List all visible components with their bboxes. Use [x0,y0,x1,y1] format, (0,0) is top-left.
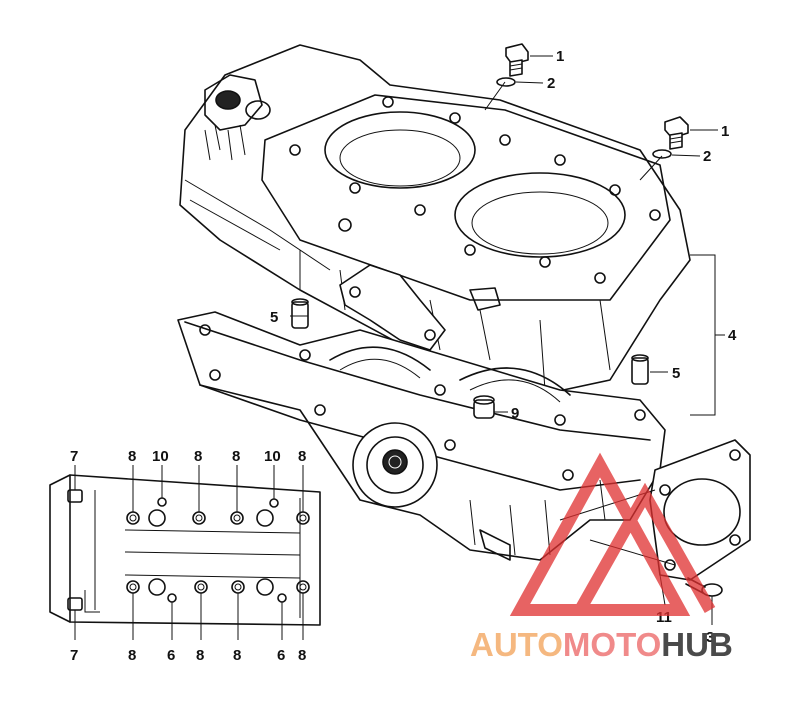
callout-9: 9 [511,405,519,422]
callout-2a: 2 [547,75,555,92]
bolt-pattern-bottom-view [49,474,321,626]
bolt-1b [664,116,689,150]
screw-3 [685,577,723,597]
callout-bot-8b: 8 [196,647,204,664]
bushing-9 [473,395,495,419]
callout-3: 3 [706,629,714,646]
callout-5a: 5 [270,309,278,326]
callout-top-10a: 10 [152,448,169,465]
callout-top-8b: 8 [194,448,202,465]
upper-crankcase [179,44,691,396]
callout-5b: 5 [672,365,680,382]
callout-bot-6b: 6 [277,647,285,664]
callout-top-8d: 8 [298,448,306,465]
callout-bot-8d: 8 [298,647,306,664]
washer-2a [496,77,516,87]
callout-top-8c: 8 [232,448,240,465]
callout-11: 11 [656,609,672,626]
callout-labels: 1 2 1 2 4 5 5 9 11 3 7 8 10 8 8 10 8 7 8… [70,48,737,664]
callout-bot-7: 7 [70,647,78,664]
callout-2b: 2 [703,148,711,165]
callout-1b: 1 [721,123,729,140]
callout-bot-6a: 6 [167,647,175,664]
dowel-pin-5a [291,298,309,329]
callout-top-8a: 8 [128,448,136,465]
callout-4: 4 [728,327,737,344]
callout-bot-8c: 8 [233,647,241,664]
callout-top-10b: 10 [264,448,281,465]
callout-bot-8a: 8 [128,647,136,664]
dowel-pin-5b [631,354,649,385]
callout-1a: 1 [556,48,564,65]
washer-2b [652,149,672,159]
bolt-1a [505,43,529,77]
gasket-plate-11 [649,439,751,581]
callout-top-7: 7 [70,448,78,465]
